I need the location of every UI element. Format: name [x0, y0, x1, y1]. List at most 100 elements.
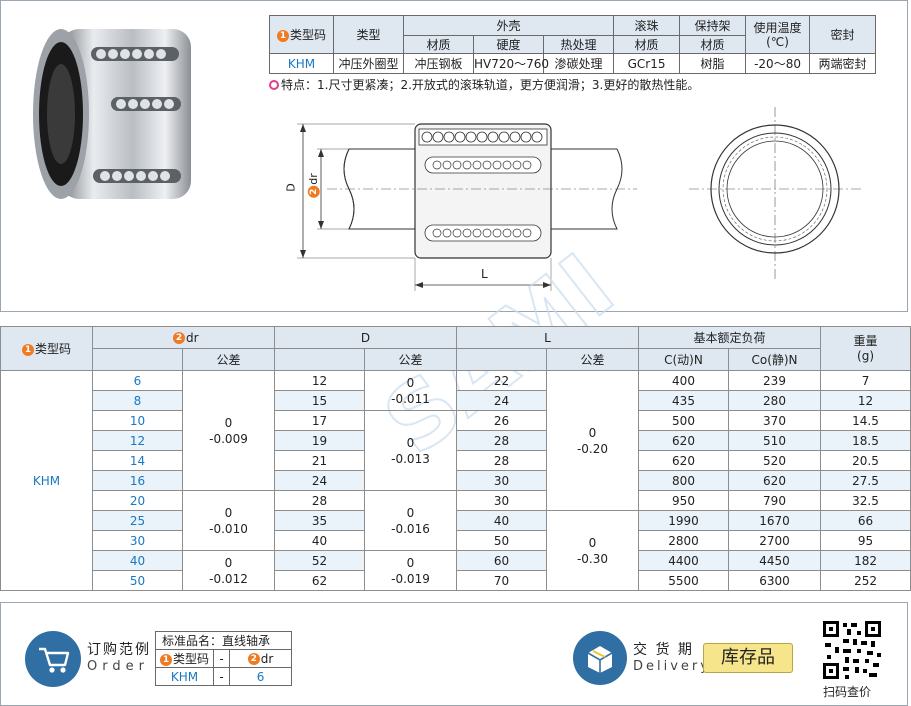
row-L: 30: [456, 490, 547, 511]
row-D: 24: [274, 470, 365, 491]
L-tolerance-group-1: 0-0.20: [546, 370, 639, 511]
row-C: 500: [638, 410, 729, 431]
row-weight: 95: [820, 530, 911, 551]
main-header-D-tol: 公差: [364, 348, 457, 371]
row-Co: 520: [727, 450, 822, 471]
row-dr: 12: [92, 430, 183, 451]
row-D: 21: [274, 450, 365, 471]
spec-retainer-material: 树脂: [679, 53, 747, 74]
main-header-dr-tol: 公差: [182, 348, 275, 371]
D-tolerance-group-1: 0-0.011: [364, 370, 457, 411]
row-C: 620: [638, 450, 729, 471]
row-D: 52: [274, 550, 365, 571]
row-dr: 10: [92, 410, 183, 431]
spec-hardness: HV720～760: [473, 53, 549, 74]
row-L: 22: [456, 370, 547, 391]
table-row: 50 62 70 5500 6300 252: [1, 570, 911, 591]
D-tolerance-group-2: 0-0.013: [364, 410, 457, 491]
D-tolerance-group-3: 0-0.016: [364, 490, 457, 551]
qr-code: [821, 619, 883, 681]
spec-code: KHM: [269, 53, 334, 74]
spec-sub-hardness: 硬度: [473, 35, 544, 54]
row-weight: 12: [820, 390, 911, 411]
main-header-Co: Co(静)N: [727, 348, 822, 371]
row-dr: 25: [92, 510, 183, 531]
dimension-L-label: L: [481, 267, 488, 281]
table-row: 8 15 24 435 280 12: [1, 390, 911, 411]
row-L: 60: [456, 550, 547, 571]
dr-tolerance-group-3: 0-0.012: [182, 550, 275, 591]
row-weight: 20.5: [820, 450, 911, 471]
row-Co: 280: [727, 390, 822, 411]
delivery-title-en: Delivery: [633, 659, 711, 674]
main-header-L-value: [456, 348, 547, 371]
row-dr: 8: [92, 390, 183, 411]
row-dr: 20: [92, 490, 183, 511]
dimension-D-label: D: [284, 183, 298, 192]
row-D: 28: [274, 490, 365, 511]
spec-header-retainer: 保持架: [679, 15, 747, 36]
spec-type: 冲压外圈型: [333, 53, 404, 74]
order-val-dr: 6: [228, 667, 293, 686]
table-row: 20 0-0.010 28 0-0.016 30 950 790 32.5: [1, 490, 911, 551]
table-row: 40 0-0.012 52 0-0.019 60 4400 4450 182: [1, 550, 911, 591]
table-row: 14 21 28 620 520 20.5: [1, 450, 911, 471]
spec-sub-ball-material: 材质: [613, 35, 681, 54]
row-C: 1990: [638, 510, 729, 531]
spec-header-type: 类型: [333, 15, 404, 54]
main-header-D-value: [274, 348, 365, 371]
row-Co: 620: [727, 470, 822, 491]
row-type-code: KHM: [0, 370, 93, 591]
table-row: 12 19 28 620 510 18.5: [1, 430, 911, 451]
spec-ball-material: GCr15: [613, 53, 681, 74]
row-C: 620: [638, 430, 729, 451]
row-L: 24: [456, 390, 547, 411]
row-Co: 6300: [727, 570, 822, 591]
main-header-D: D: [274, 326, 457, 349]
main-header-C: C(动)N: [638, 348, 729, 371]
order-std-name: 标准品名：直线轴承: [154, 631, 293, 650]
row-weight: 7: [820, 370, 911, 391]
row-Co: 510: [727, 430, 822, 451]
spec-sub-retainer-material: 材质: [679, 35, 747, 54]
row-dr: 14: [92, 450, 183, 471]
dr-tolerance-group-1: 0-0.009: [182, 370, 275, 491]
row-L: 28: [456, 430, 547, 451]
row-weight: 18.5: [820, 430, 911, 451]
spec-temp: -20～80: [745, 53, 811, 74]
spec-seal: 两端密封: [809, 53, 877, 74]
row-Co: 4450: [727, 550, 822, 571]
row-D: 40: [274, 530, 365, 551]
row-C: 5500: [638, 570, 729, 591]
side-view-drawing: [297, 123, 637, 291]
table-row: 16 24 30 800 620 27.5: [1, 470, 911, 491]
main-header-L: L: [456, 326, 639, 349]
qr-caption: 扫码查价: [823, 685, 872, 699]
table-row: 10 17 0-0.013 26 500 370 14.5: [1, 410, 911, 491]
row-weight: 66: [820, 510, 911, 531]
row-L: 70: [456, 570, 547, 591]
row-D: 15: [274, 390, 365, 411]
features-marker-icon: [269, 80, 279, 90]
main-header-weight: 重量(g): [820, 326, 911, 371]
order-title: 订购范例: [87, 642, 151, 658]
order-title-en: Order: [87, 659, 149, 674]
row-dr: 50: [92, 570, 183, 591]
spec-sub-heat: 热处理: [542, 35, 615, 54]
spec-header-shell: 外壳: [402, 15, 615, 36]
cart-icon: [25, 631, 81, 687]
row-D: 35: [274, 510, 365, 531]
row-L: 50: [456, 530, 547, 551]
spec-sub-material: 材质: [403, 35, 474, 54]
spec-heat: 渗碳处理: [542, 53, 615, 74]
order-val-code: KHM: [155, 667, 214, 686]
row-Co: 370: [727, 410, 822, 431]
row-C: 435: [638, 390, 729, 411]
row-C: 950: [638, 490, 729, 511]
row-L: 26: [456, 410, 547, 431]
row-weight: 32.5: [820, 490, 911, 511]
